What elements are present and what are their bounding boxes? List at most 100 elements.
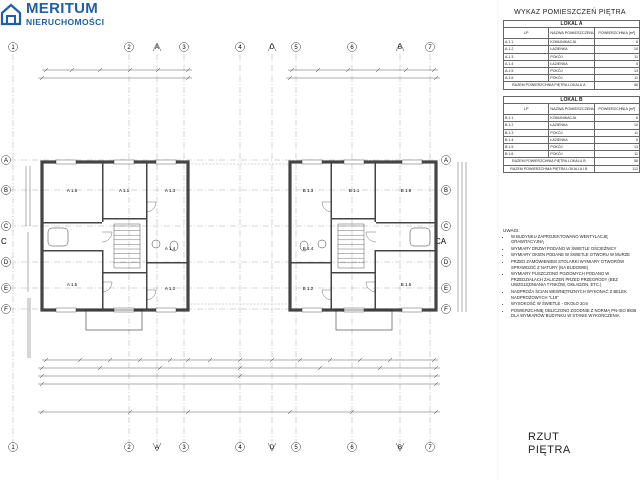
schedule-cell-name: POKÓJ xyxy=(548,142,595,152)
partition-wall xyxy=(147,262,188,264)
drawing-title: RZUT PIĘTRA xyxy=(528,431,571,457)
door-swing xyxy=(101,231,113,243)
schedule-sum-value: 56 xyxy=(593,81,640,90)
dimension-tick xyxy=(185,409,191,415)
dimension-tick xyxy=(403,67,409,73)
dimension-tick xyxy=(127,67,133,73)
dimension-tick xyxy=(39,409,45,415)
axis-bubble-left xyxy=(1,185,11,195)
axis-label-top: 3 xyxy=(182,45,186,51)
axis-bubble-right xyxy=(441,304,451,314)
schedule-cell-name: POKÓJ xyxy=(548,52,595,61)
window xyxy=(113,159,135,165)
dimension-tick xyxy=(127,409,133,415)
dimension-tick xyxy=(167,357,173,363)
door-swing xyxy=(321,289,333,301)
house-outline-icon xyxy=(0,3,22,26)
schedule-cell-area: 11 xyxy=(593,128,640,137)
partition-wall xyxy=(332,218,375,220)
partition-wall xyxy=(146,162,148,310)
dimension-tick xyxy=(433,373,439,379)
door-swing xyxy=(321,201,333,213)
dimension-tick xyxy=(433,381,439,387)
room-label: A 1.5 xyxy=(67,282,78,287)
schedule-title: WYKAZ POMIESZCZEŃ PIĘTRA xyxy=(514,9,626,16)
axis-label-left: C xyxy=(4,224,9,230)
dimension-tick xyxy=(43,357,49,363)
room-label: A 1.1 xyxy=(119,188,130,193)
room-label: B 1.1 xyxy=(349,188,360,193)
partition-wall xyxy=(102,250,104,310)
schedule-cell-area: 11 xyxy=(593,74,640,83)
schedule-cell-area: 5 xyxy=(593,59,640,68)
room-label: A 1.3 xyxy=(165,188,176,193)
window xyxy=(343,159,365,165)
axis-label-bottom: 2 xyxy=(127,445,131,451)
dimension-tick xyxy=(433,365,439,371)
axis-label-top: 5 xyxy=(294,45,298,51)
axis-bubble-right xyxy=(441,221,451,231)
section-marker-bottom xyxy=(267,442,277,452)
schedule-header-lp: LP xyxy=(502,103,550,116)
dimension-tick xyxy=(327,357,333,363)
room-label: B 1.6 xyxy=(401,188,412,193)
section-marker-bottom xyxy=(152,442,162,452)
dimension-tick xyxy=(39,381,45,387)
axis-bubble-right xyxy=(441,185,451,195)
partition-wall xyxy=(376,250,436,252)
dimension-tick xyxy=(377,365,383,371)
section-marker-bottom xyxy=(395,442,405,452)
dimension-tick xyxy=(433,75,439,81)
washbasin xyxy=(151,239,161,249)
dimension-tick xyxy=(315,67,321,73)
axis-label-left: A xyxy=(4,158,8,164)
axis-label-top: B xyxy=(398,45,402,51)
dimension-tick xyxy=(69,67,75,73)
axis-bubble-top xyxy=(179,42,189,52)
schedule-cell-name: POKÓJ xyxy=(548,74,595,83)
axis-label-top: A xyxy=(155,45,159,51)
dimension-tick xyxy=(185,357,191,363)
section-marker-top xyxy=(267,42,277,52)
door-swing xyxy=(145,289,157,301)
schedule-cell-lp: B.1.1 xyxy=(502,114,550,123)
axis-bubble-top xyxy=(124,42,134,52)
dimension-tick xyxy=(287,75,293,81)
axis-label-right: A xyxy=(444,158,448,164)
schedule-cell-lp: B.1.6 xyxy=(502,150,550,159)
axis-label-bottom: 3 xyxy=(182,445,186,451)
door-swing xyxy=(365,231,377,243)
schedule-cell-name: POKÓJ xyxy=(548,128,595,137)
dimension-tick xyxy=(97,67,103,73)
dimension-tick xyxy=(289,67,295,73)
drawing-title-line1: RZUT xyxy=(528,431,560,443)
schedule-header-area: POWIERZCHNIA [m²] xyxy=(593,103,640,116)
axis-bubble-top xyxy=(347,42,357,52)
axis-label-top: 1 xyxy=(11,45,15,51)
room-label: A 1.4 xyxy=(165,246,176,251)
schedule-cell-name: ŁAZIENKA xyxy=(548,45,595,54)
dimension-tick xyxy=(431,357,437,363)
axis-bubble-right xyxy=(441,283,451,293)
window xyxy=(155,159,177,165)
dimension-tick xyxy=(107,357,113,363)
axis-label-bottom: B xyxy=(398,445,402,451)
axis-bubble-left xyxy=(1,304,11,314)
section-mark-left: C xyxy=(1,237,7,246)
schedule-section-title: LOKAL A xyxy=(503,19,640,29)
schedule-header-area: POWIERZCHNIA [m²] xyxy=(593,27,640,40)
note-item: W BUDYNKU ZAPROJEKTOWANO WENTYLACJĘ GRAW… xyxy=(511,234,640,245)
dimension-tick xyxy=(357,357,363,363)
window xyxy=(55,307,77,313)
partition-wall xyxy=(374,162,376,222)
axis-label-top: 6 xyxy=(350,45,354,51)
room-label: B 1.4 xyxy=(303,246,314,251)
note-item: WYMIARY OKIEN PODANE W ŚWIETLE OTWORU W … xyxy=(511,252,640,258)
toilet xyxy=(169,240,179,252)
